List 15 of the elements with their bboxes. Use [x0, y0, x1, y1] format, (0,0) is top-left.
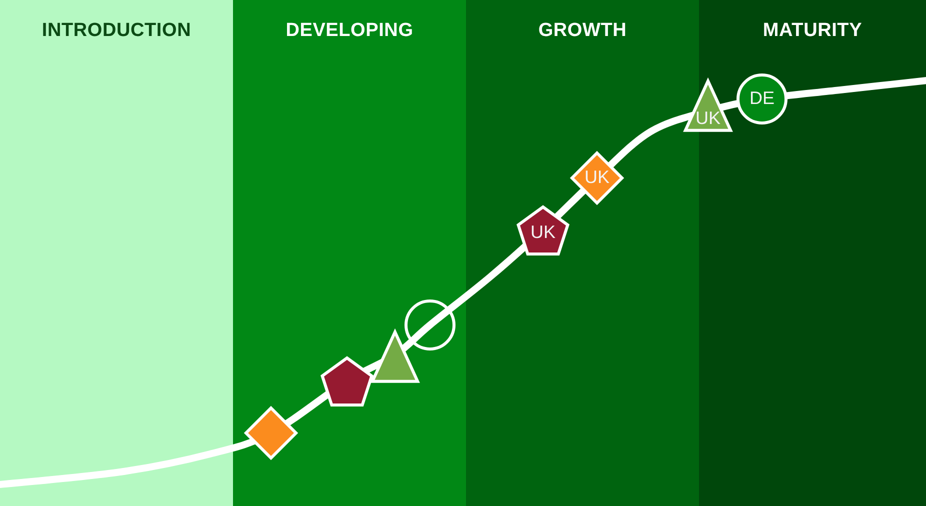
stage-heading: GROWTH	[537, 20, 628, 42]
country-code: UK	[583, 167, 610, 187]
stage-band	[0, 0, 233, 506]
circle-marker	[404, 299, 456, 351]
stage-heading: MATURITY	[762, 20, 864, 42]
stage-band	[233, 0, 466, 506]
country-code: DE	[748, 88, 776, 108]
circle-marker	[736, 73, 788, 125]
country-code: UK	[529, 222, 556, 242]
triangle-marker	[680, 79, 736, 135]
stage-heading: INTRODUCTION	[40, 20, 192, 42]
diamond-marker	[244, 406, 298, 460]
country-code: UK	[694, 108, 722, 128]
stage-heading: DEVELOPING	[284, 20, 414, 42]
diamond-marker	[570, 151, 624, 205]
